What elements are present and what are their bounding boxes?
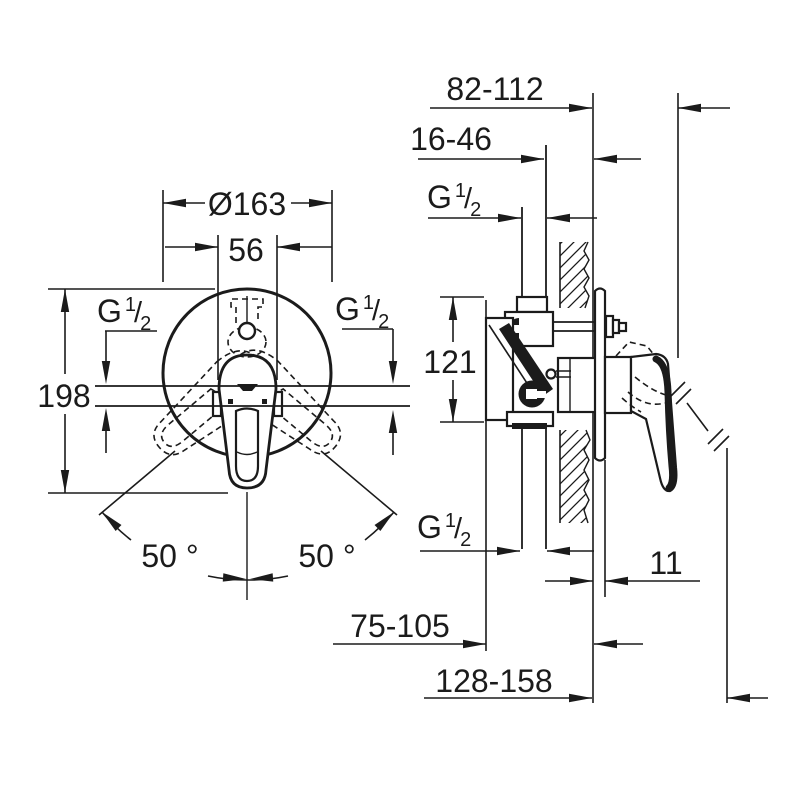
dim-diameter-label: Ø163 [208,186,286,222]
wall-section-hatch-lower [560,429,591,524]
wall-section-hatch-upper [560,241,590,309]
escutcheon-plate-side [593,287,607,462]
dim-rough-in-label: 16-46 [410,121,492,157]
cartridge-screw [237,321,257,341]
lever-handle-front [211,353,284,490]
dim-body-depth-label: 75-105 [350,608,450,644]
dim-cartridge-width: 56 [165,232,332,380]
dim-diameter: Ø163 [162,186,333,282]
dim-escutcheon-depth-label: 11 [649,545,682,581]
cartridge-detail [227,298,267,358]
dim-escutcheon-depth: 11 [545,545,700,586]
supply-pipe-front [95,385,410,407]
dim-depth-total-label: 82-112 [446,71,543,107]
angle-left-label: 50 ° [141,538,198,574]
dim-total-depth: 128-158 [424,663,768,703]
lever-handle-side [603,341,730,493]
dim-overall-depth-label: 128-158 [435,663,552,699]
dim-rough-in-depth: 16-46 [410,121,641,164]
dim-height-label: 198 [37,378,90,414]
angle-right-label: 50 ° [298,538,355,574]
dim-connection-distance: 121 [423,296,484,423]
mixer-body-side [484,295,628,429]
dim-body-to-wall: 75-105 [333,608,643,649]
swivel-angle-indicator: 50 ° 50 ° [98,450,398,582]
dim-width-label: 56 [228,232,264,268]
dim-height: 198 [37,288,228,494]
handle-swing-break-marks [669,381,730,452]
dim-connection-distance-label: 121 [423,344,476,380]
dim-wall-to-handle: 82-112 [430,71,730,113]
supply-pipe-side [521,145,547,549]
